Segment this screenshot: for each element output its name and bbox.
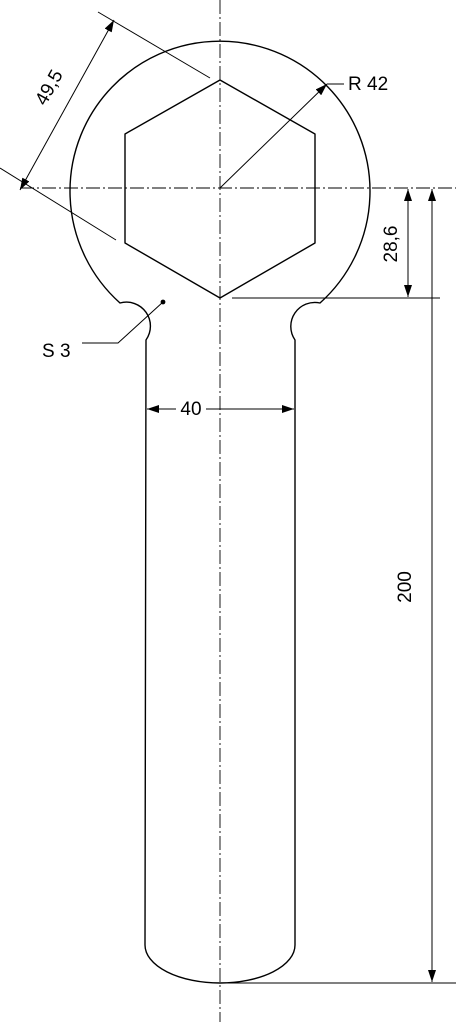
across-flats-dimension-line: [19, 19, 115, 191]
across-flats-extension-2: [0, 167, 117, 241]
hexagon-opening: [124, 79, 316, 299]
thickness-label: S 3: [42, 341, 71, 362]
total-length-label: 200: [395, 571, 416, 603]
radius-leader-line: [219, 83, 328, 189]
center-to-flat-label: 28,6: [381, 226, 402, 263]
across-flats-extension-1: [97, 11, 211, 79]
wrench-outline: [69, 40, 371, 984]
radius-label: R 42: [348, 74, 388, 95]
handle-width-label: 40: [180, 399, 201, 420]
across-flats-label: 49,5: [31, 67, 67, 110]
thickness-leader-line: [82, 301, 164, 344]
